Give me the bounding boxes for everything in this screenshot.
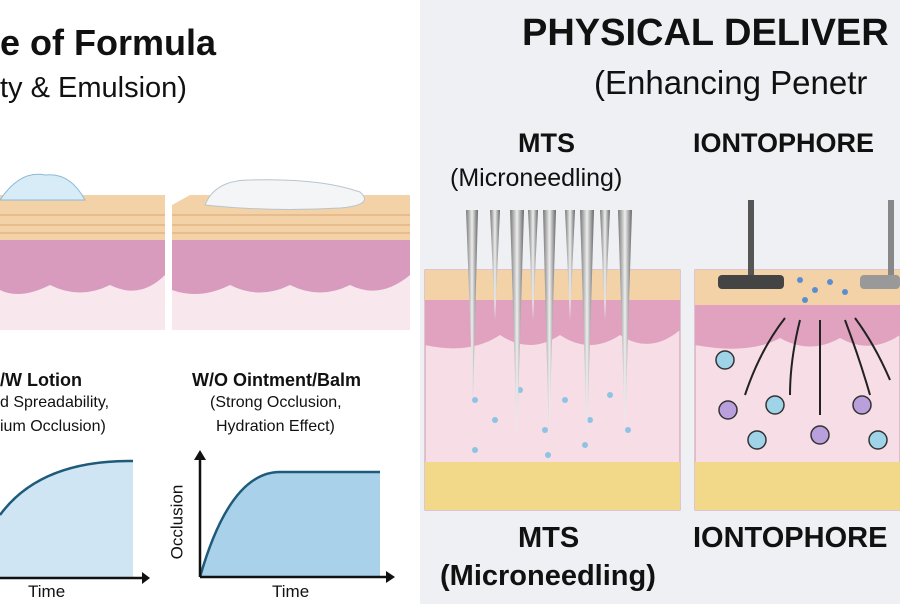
chart-line [0,459,134,516]
skin-cross-section-microneedling [424,210,681,511]
lotion-desc-1: d Spreadability, [0,394,110,411]
mts-sublabel: (Microneedling) [450,164,623,192]
lotion-label: /W Lotion [0,370,82,390]
skin-cross-section-iontophoresis [694,200,900,511]
microneedles [466,210,632,440]
skin-cross-section-ointment [172,179,410,330]
ointment-label: W/O Ointment/Balm [192,370,362,390]
chart-ointment-x-label: Time [272,582,310,601]
right-title: PHYSICAL DELIVER [522,12,889,54]
lotion-dollop [0,173,86,201]
electrode-left [718,200,784,289]
bottom-iontophoresis-label: IONTOPHORE [693,522,888,554]
iontophoresis-label: IONTOPHORE [693,128,875,158]
chart-ointment [194,450,395,583]
left-title: e of Formula [0,22,217,63]
chart-ointment-y-label: Occlusion [167,484,187,560]
ointment-desc-1: (Strong Occlusion, [210,394,342,411]
bottom-mts-sublabel: (Microneedling) [440,560,656,592]
ion-flow-arrows [744,317,891,415]
electrode-right [860,200,900,289]
chart-lotion-x-label: Time [28,582,66,601]
mts-label: MTS [518,128,575,158]
ointment-desc-2: Hydration Effect) [216,418,335,435]
right-subtitle: (Enhancing Penetr [594,64,868,101]
lotion-desc-2: ium Occlusion) [0,418,106,435]
left-subtitle: ty & Emulsion) [0,72,187,104]
skin-cross-section-lotion [0,173,165,330]
chart-lotion [0,459,150,584]
bottom-mts-label: MTS [518,522,580,554]
balm-layer [204,179,365,210]
chart-line [198,470,380,578]
